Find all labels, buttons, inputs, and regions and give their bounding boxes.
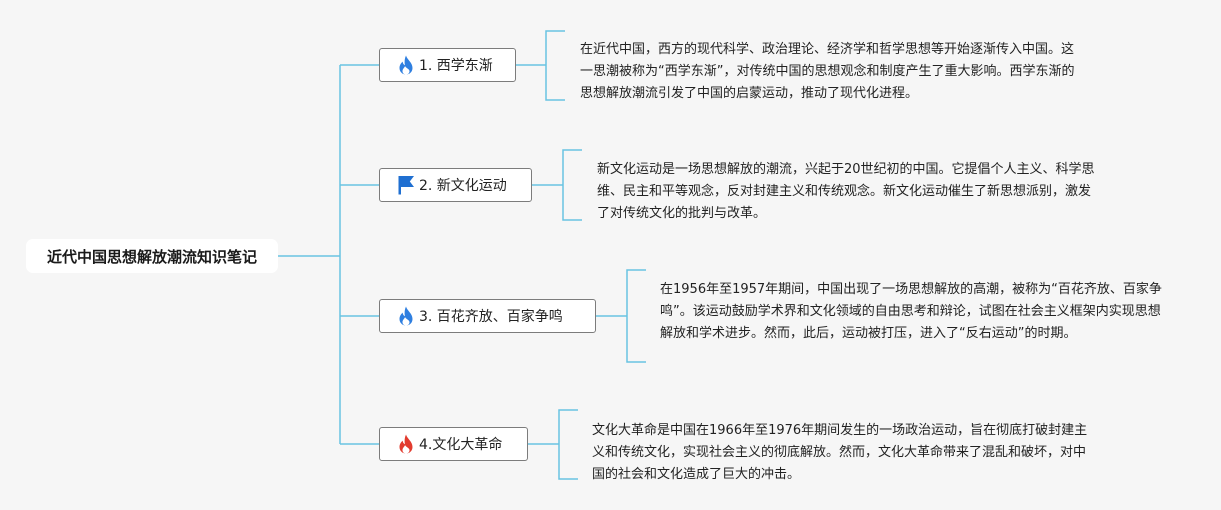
leaf-note-3[interactable]: 在1956年至1957年期间，中国出现了一场思想解放的高潮，被称为“百花齐放、百… [660, 282, 1162, 341]
leaf-bracket-1 [545, 30, 565, 101]
flame-red-icon [396, 433, 416, 455]
leaf-bracket-4 [558, 409, 578, 480]
flag-blue-icon [396, 174, 416, 196]
leaf-note-4[interactable]: 文化大革命是中国在1966年至1976年期间发生的一场政治运动，旨在彻底打破封建… [592, 423, 1088, 482]
branch-topic-1[interactable]: 1. 西学东渐 [379, 48, 516, 82]
leaf-bracket-2 [562, 149, 582, 221]
branch-label-4: 4.文化大革命 [419, 437, 503, 453]
branch-topic-2[interactable]: 2. 新文化运动 [379, 168, 532, 202]
flame-blue-icon [396, 305, 416, 327]
root-topic[interactable]: 近代中国思想解放潮流知识笔记 [26, 239, 278, 273]
leaf-note-2[interactable]: 新文化运动是一场思想解放的潮流，兴起于20世纪初的中国。它提倡个人主义、科学思维… [597, 162, 1095, 221]
root-title: 近代中国思想解放潮流知识笔记 [46, 247, 257, 266]
leaf-note-1[interactable]: 在近代中国，西方的现代科学、政治理论、经济学和哲学思想等开始逐渐传入中国。这一思… [580, 42, 1075, 101]
branch-topic-3[interactable]: 3. 百花齐放、百家争鸣 [379, 299, 596, 333]
branch-label-3: 3. 百花齐放、百家争鸣 [419, 309, 563, 325]
branch-label-2: 2. 新文化运动 [419, 178, 507, 194]
flame-blue-icon [396, 54, 416, 76]
leaf-bracket-3 [626, 269, 646, 363]
branch-label-1: 1. 西学东渐 [419, 58, 493, 74]
branch-topic-4[interactable]: 4.文化大革命 [379, 427, 528, 461]
